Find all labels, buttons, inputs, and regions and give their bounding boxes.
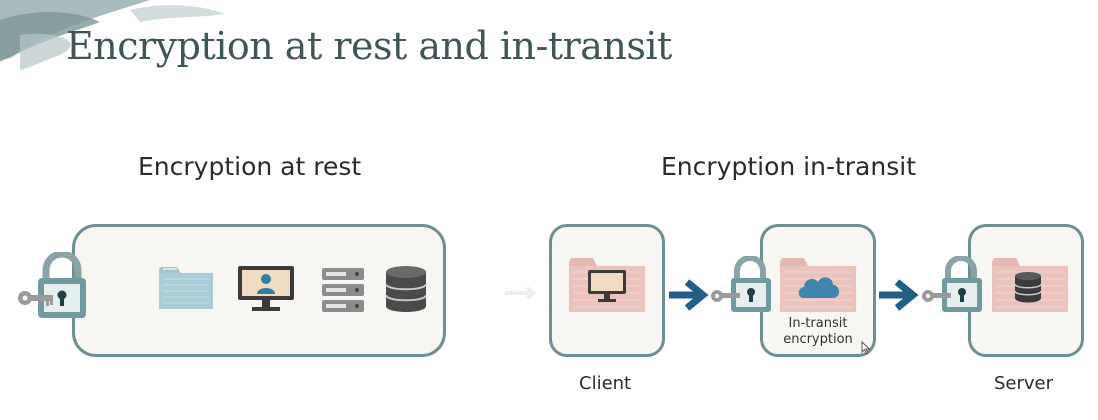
in-transit-label-line1: In-transit [788, 316, 848, 331]
arrow-right-icon [669, 279, 709, 311]
transit-heading: Encryption in-transit [661, 152, 916, 181]
folder-icon [159, 267, 213, 309]
ghost-arrow-icon [505, 286, 537, 300]
page-title: Encryption at rest and in-transit [66, 24, 672, 68]
in-transit-label-line2: encryption [783, 332, 853, 347]
rest-heading: Encryption at rest [138, 152, 362, 181]
mouse-cursor-icon [861, 341, 871, 355]
cloud-icon [798, 277, 839, 298]
database-icon [1014, 272, 1042, 303]
server-label: Server [994, 373, 1054, 394]
lock-key-icon [18, 252, 86, 318]
monitor-icon [588, 270, 626, 302]
database-icon [385, 266, 427, 312]
arrow-right-icon [879, 279, 919, 311]
lock-key-icon [922, 256, 982, 312]
monitor-user-icon [238, 266, 294, 311]
client-label: Client [579, 373, 632, 394]
server-rack-icon [322, 268, 364, 312]
decorative-brush-icon [0, 0, 225, 70]
in-transit-label: In-transit encryption [763, 316, 873, 348]
lock-key-icon [711, 256, 771, 312]
